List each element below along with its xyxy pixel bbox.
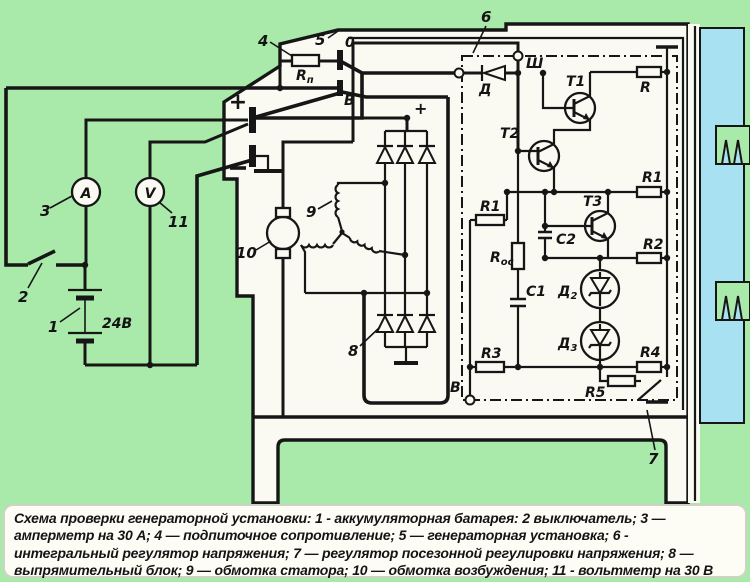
regulator-plus-terminal: [453, 67, 465, 79]
regulator-b-terminal: [464, 394, 476, 406]
caption-panel: Схема проверки генераторной установки: 1…: [3, 504, 747, 578]
rectifier-diodes-top: [375, 131, 437, 315]
r2-line: R2: [541, 237, 667, 265]
voltmeter: V: [134, 122, 249, 365]
caption-text: Схема проверки генераторной установки: 1…: [14, 510, 714, 579]
svg-text:5: 5: [315, 31, 325, 49]
diode-d-label: Д: [478, 82, 491, 98]
svg-text:9: 9: [306, 203, 316, 221]
switch: [27, 249, 85, 267]
callout-1: 1: [48, 307, 81, 336]
svg-text:11: 11: [168, 213, 189, 231]
callout-4: 4: [257, 32, 293, 57]
battery: 24В: [68, 265, 132, 365]
excitation-winding: [265, 41, 520, 416]
svg-text:7: 7: [648, 450, 659, 468]
resistor-r2: [635, 251, 663, 265]
resistor-r4: [635, 360, 663, 374]
output-terminals: +: [195, 90, 282, 365]
svg-text:10: 10: [236, 244, 257, 262]
t3-label: T3: [583, 194, 602, 210]
capacitor-c2: C2: [538, 188, 576, 258]
b-low-label: В: [450, 380, 461, 396]
shunt-resistor-rn: Rп: [276, 53, 337, 92]
voltmeter-label: V: [145, 186, 157, 202]
r-label: R: [640, 80, 651, 96]
pulley-groove-top: [715, 125, 750, 165]
rn-label: Rп: [296, 68, 314, 86]
measuring-line: R1: [503, 170, 667, 199]
d2-label: Д2: [557, 284, 577, 302]
r3-r4-line: R3 R4: [466, 345, 667, 395]
seasonal-switch-blade: [637, 379, 662, 401]
case-rail: [656, 45, 678, 377]
r3-label: R3: [481, 346, 502, 362]
generator-housing: [222, 22, 700, 505]
zener-d3: Д3: [557, 308, 621, 367]
resistor-r5: [606, 374, 637, 388]
regulator-sh-terminal: [512, 50, 524, 62]
terminal-0-label: 0: [345, 35, 355, 51]
svg-text:2: 2: [18, 288, 28, 306]
resistor-r3: [474, 360, 506, 374]
zener-d2: Д2: [557, 258, 621, 310]
svg-text:8: 8: [348, 342, 358, 360]
pulley: [699, 27, 750, 424]
pulley-groove-bottom: [715, 281, 750, 321]
svg-text:4: 4: [257, 32, 268, 50]
roc-label: Rос: [490, 250, 514, 268]
capacitor-c1: C1: [510, 284, 546, 367]
t2-label: T2: [500, 126, 519, 142]
external-circuit: 24В А V +: [4, 86, 337, 369]
transistor-t1: T1: [539, 69, 597, 144]
c1-label: C1: [526, 284, 546, 300]
svg-text:1: 1: [48, 318, 58, 336]
t1-label: T1: [566, 74, 585, 90]
terminal-b-label: В: [344, 93, 355, 109]
rectifier-plus-sign: +: [414, 99, 427, 118]
svg-text:6: 6: [481, 8, 491, 26]
resistor-r1-left: R1: [468, 192, 509, 367]
r5-seasonal-switch: R5: [585, 367, 668, 404]
transistor-t2: T2: [500, 126, 561, 192]
d3-label: Д3: [557, 336, 577, 354]
callout-5: 5: [315, 28, 342, 49]
rectifier-diodes-bottom: [375, 313, 437, 347]
generator-terminals: 0 В: [255, 35, 355, 119]
transistor-t3: T3: [545, 192, 617, 258]
r1-right-label: R1: [642, 170, 663, 186]
callout-6: 6: [472, 8, 491, 54]
r4-label: R4: [640, 345, 661, 361]
r1-left-label: R1: [480, 199, 501, 215]
callout-8: 8: [348, 326, 381, 360]
resistor-roc: Rос: [490, 241, 526, 299]
callouts: 1 2 3 4 5 6 7 8: [18, 8, 659, 468]
svg-text:3: 3: [40, 202, 50, 220]
voltage-regulator: Ш В Д T1 T2: [450, 45, 678, 406]
battery-voltage-label: 24В: [102, 316, 132, 332]
dc-wiring: +: [256, 60, 454, 405]
plus-sign: +: [229, 90, 247, 115]
ammeter: А: [70, 118, 248, 265]
rectifier-block: [375, 129, 437, 365]
r2-label: R2: [643, 237, 664, 253]
r5-label: R5: [585, 385, 606, 401]
callout-3: 3: [40, 195, 73, 220]
sh-label: Ш: [526, 56, 543, 72]
callout-9: 9: [306, 200, 333, 221]
callout-10: 10: [236, 240, 272, 262]
callout-11: 11: [158, 201, 189, 231]
resistor-r1-right: [635, 185, 663, 199]
c2-label: C2: [556, 232, 576, 248]
ammeter-label: А: [80, 186, 92, 202]
stator-winding: [300, 181, 427, 295]
callout-7: 7: [646, 409, 659, 468]
callout-2: 2: [18, 262, 43, 306]
